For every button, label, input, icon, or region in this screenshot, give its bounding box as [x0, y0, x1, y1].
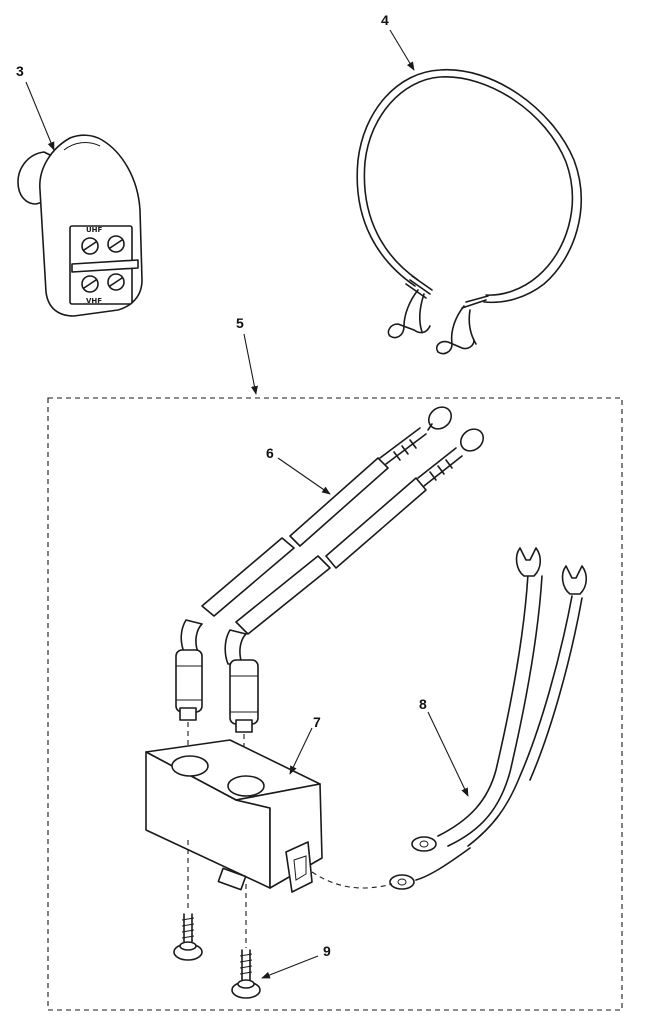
part-7-mounting-block — [145, 739, 323, 948]
callout-3: 3 — [16, 63, 24, 79]
callout-6: 6 — [266, 445, 274, 461]
part-4-loop-antenna — [356, 69, 582, 355]
vhf-label: VHF — [86, 297, 102, 305]
callout-5: 5 — [236, 315, 244, 331]
leader-lines — [25, 29, 469, 979]
part-9-screws — [173, 913, 261, 999]
part-6-telescopic-antennas — [175, 406, 485, 762]
callout-9: 9 — [323, 943, 331, 959]
callout-7: 7 — [313, 714, 321, 730]
part-8-lead-wire — [311, 547, 588, 890]
callout-4: 4 — [381, 12, 389, 28]
part-3-antenna-switch: UHF VHF — [17, 134, 143, 317]
uhf-label: UHF — [86, 226, 103, 234]
callout-8: 8 — [419, 696, 427, 712]
kit-5-boundary — [47, 397, 623, 1011]
